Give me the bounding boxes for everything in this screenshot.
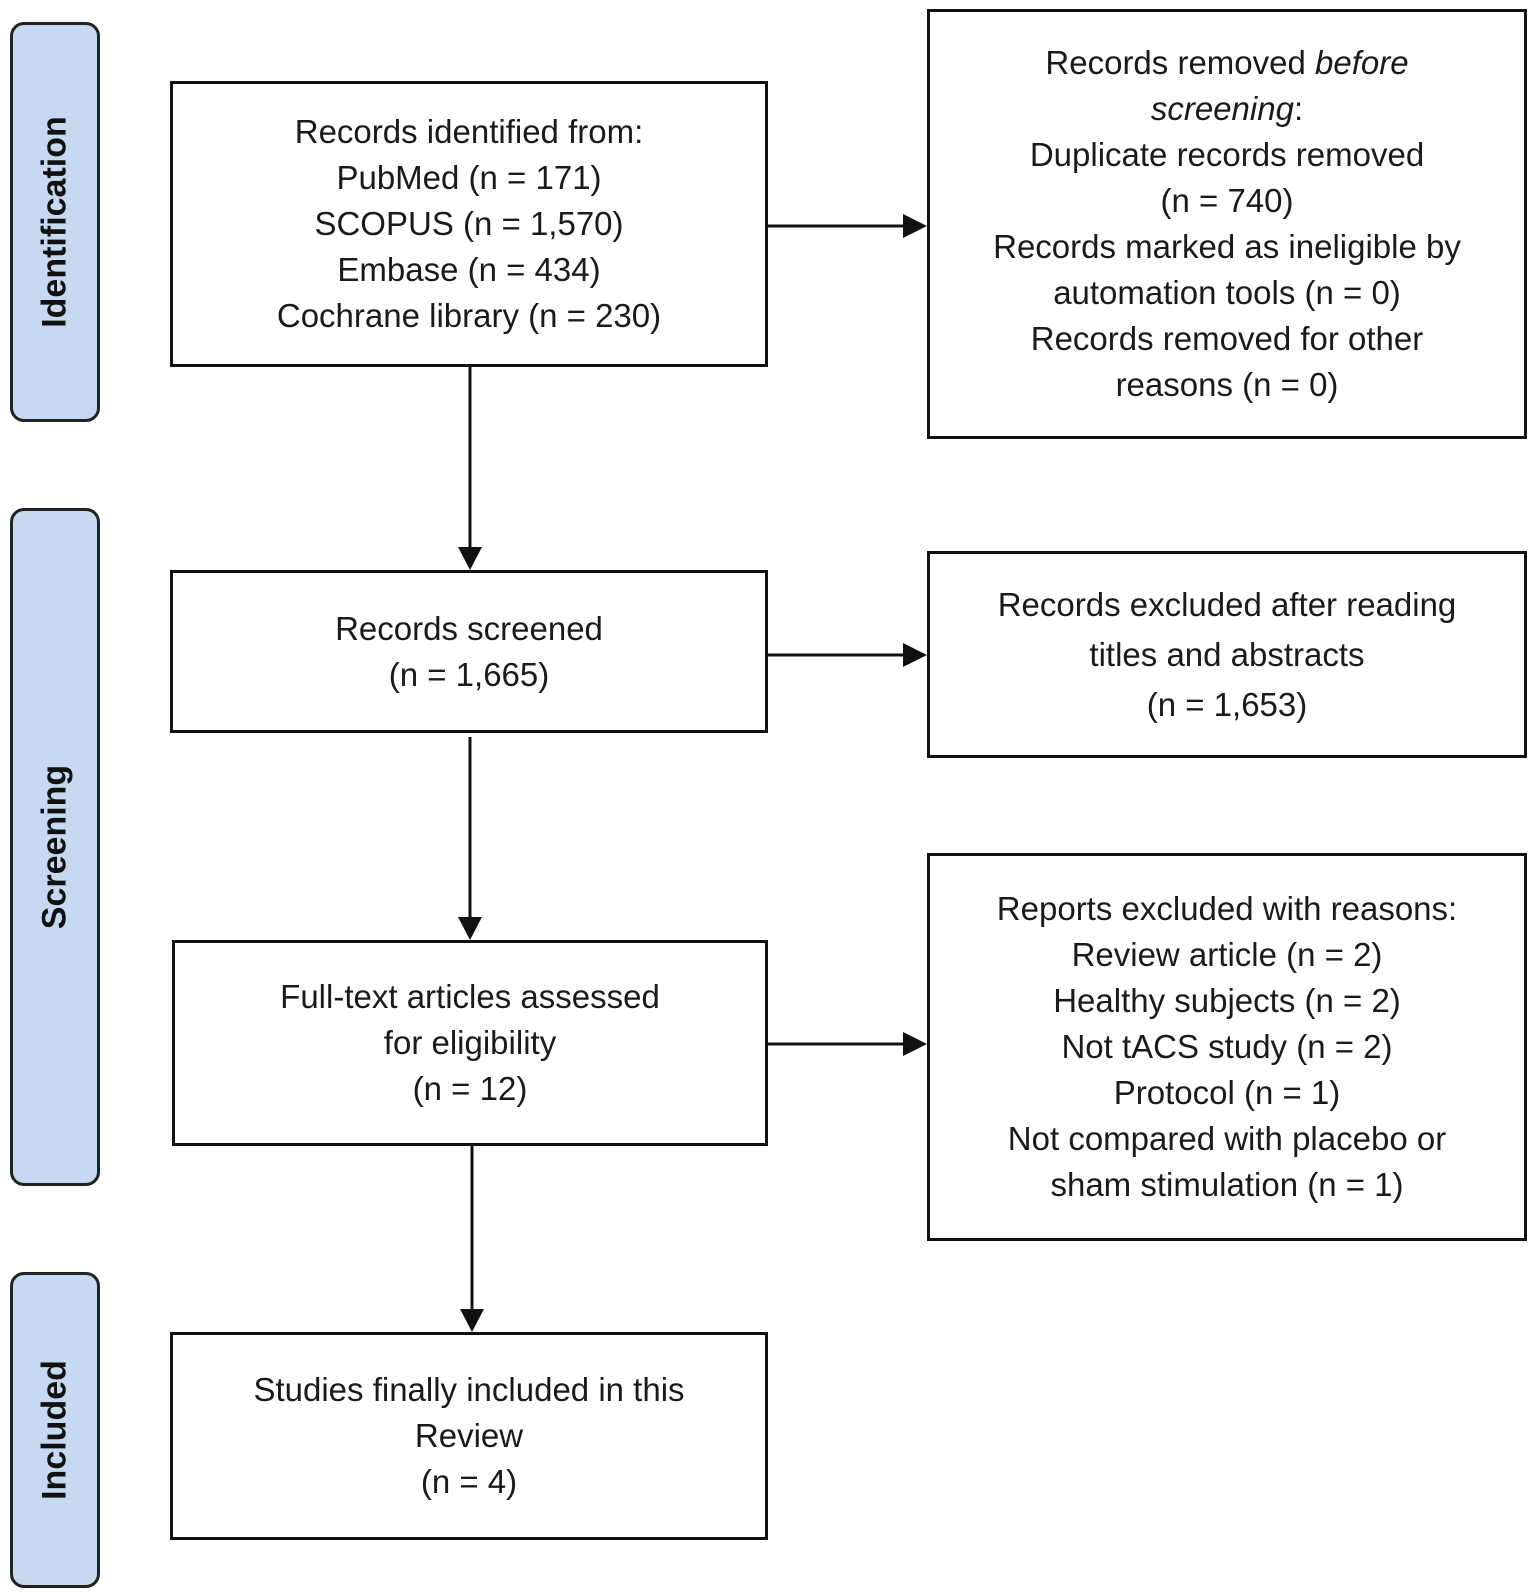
studies-included-label-2: Review <box>414 1417 524 1454</box>
fulltext-label-1: Full-text articles assessed <box>280 978 660 1015</box>
reason-no-placebo-2: sham stimulation (n = 1) <box>1050 1166 1404 1203</box>
reason-review-article: Review article (n = 2) <box>1071 936 1383 973</box>
reports-excluded-heading: Reports excluded with reasons: <box>996 890 1458 927</box>
heading-suffix: : <box>1293 90 1304 127</box>
source-embase: Embase (n = 434) <box>337 251 601 288</box>
fulltext-count: (n = 12) <box>412 1070 528 1107</box>
arrowhead-screened-to-fulltext <box>458 917 482 940</box>
stage-screening: Screening <box>10 508 100 1186</box>
records-screened-box: Records screened (n = 1,665) <box>170 570 768 733</box>
studies-included-label-1: Studies finally included in this <box>253 1371 685 1408</box>
reason-not-tacs: Not tACS study (n = 2) <box>1061 1028 1393 1065</box>
automation-label: Records marked as ineligible by <box>993 228 1461 265</box>
records-identified-box: Records identified from: PubMed (n = 171… <box>170 81 768 367</box>
records-removed-heading-1: Records removed before <box>1045 40 1408 86</box>
stage-included: Included <box>10 1272 100 1588</box>
records-removed-box: Records removed before screening: Duplic… <box>927 9 1527 439</box>
heading-prefix: Records removed <box>1045 44 1316 81</box>
source-scopus: SCOPUS (n = 1,570) <box>314 205 624 242</box>
reports-excluded-box: Reports excluded with reasons: Review ar… <box>927 853 1527 1241</box>
arrowhead-screened-to-excluded <box>903 643 927 667</box>
reason-no-placebo-1: Not compared with placebo or <box>1007 1120 1447 1157</box>
fulltext-label-2: for eligibility <box>383 1024 557 1061</box>
source-pubmed: PubMed (n = 171) <box>336 159 602 196</box>
stage-identification: Identification <box>10 22 100 422</box>
records-excluded-count: (n = 1,653) <box>1146 685 1308 723</box>
records-excluded-box: Records excluded after reading titles an… <box>927 551 1527 758</box>
reason-healthy-subjects: Healthy subjects (n = 2) <box>1053 982 1401 1019</box>
arrowhead-fulltext-to-included <box>460 1309 484 1332</box>
records-identified-heading: Records identified from: <box>294 113 644 150</box>
records-excluded-label-1: Records excluded after reading <box>997 585 1457 623</box>
studies-included-count: (n = 4) <box>420 1463 518 1500</box>
arrowhead-fulltext-to-reports <box>903 1032 927 1056</box>
other-reasons-count: reasons (n = 0) <box>1115 366 1339 403</box>
records-screened-count: (n = 1,665) <box>388 655 550 693</box>
arrowhead-identified-to-removed <box>903 214 927 238</box>
duplicates-label: Duplicate records removed <box>1029 136 1425 173</box>
fulltext-assessed-box: Full-text articles assessed for eligibil… <box>172 940 768 1146</box>
automation-count: automation tools (n = 0) <box>1053 274 1401 311</box>
records-screened-label: Records screened <box>335 609 603 647</box>
reason-protocol: Protocol (n = 1) <box>1113 1074 1341 1111</box>
records-removed-heading-2: screening: <box>1151 86 1303 132</box>
heading-emphasis-before: before <box>1315 44 1409 81</box>
records-excluded-label-2: titles and abstracts <box>1089 635 1365 673</box>
arrowhead-identified-to-screened <box>458 547 482 570</box>
studies-included-box: Studies finally included in this Review … <box>170 1332 768 1540</box>
heading-emphasis-screening: screening <box>1150 90 1294 127</box>
other-reasons-label: Records removed for other <box>1030 320 1424 357</box>
source-cochrane: Cochrane library (n = 230) <box>276 297 662 334</box>
duplicates-count: (n = 740) <box>1160 182 1294 219</box>
